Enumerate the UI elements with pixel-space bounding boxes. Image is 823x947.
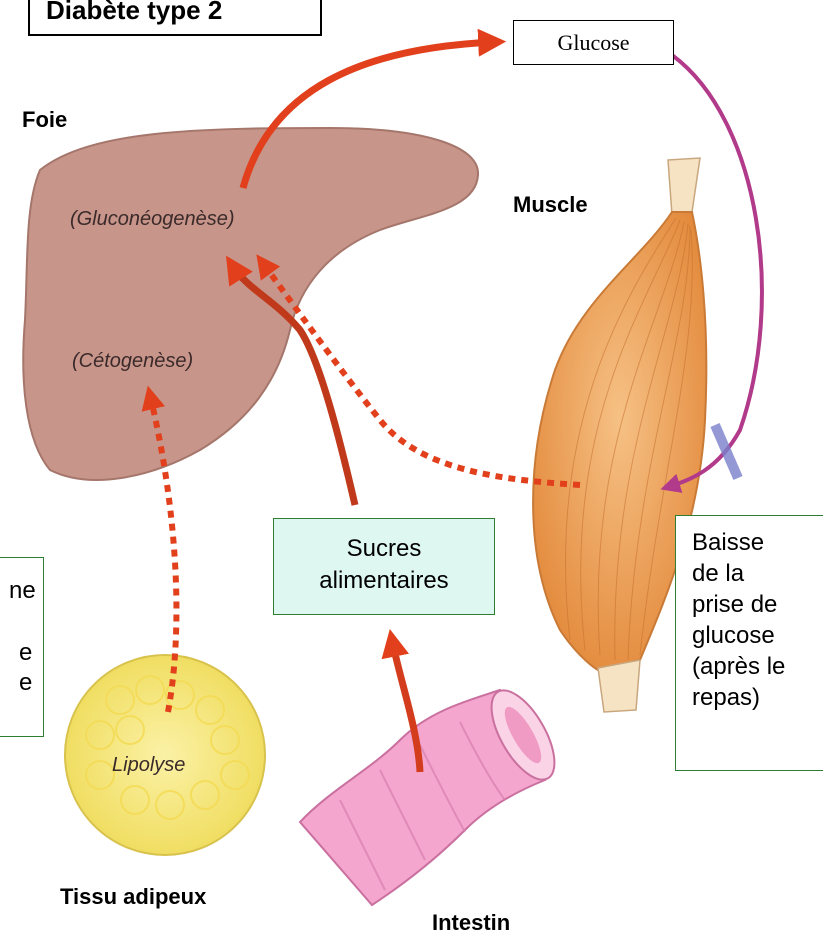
diagram-title: Diabète type 2 [28,0,322,36]
partial-left-box: ne e e [0,557,44,737]
label-adipose-tissue: Tissu adipeux [60,884,206,910]
dietary-sugars-line-2: alimentaires [274,565,494,597]
glucose-box: Glucose [513,20,674,65]
partial-fragment-2: e [19,638,32,668]
liver-shape [23,128,478,480]
partial-fragment-1: ne [9,576,36,606]
reduced-uptake-line-3: prise de [692,589,823,620]
dietary-sugars-box: Sucres alimentaires [273,518,495,615]
partial-fragment-3: e [19,668,32,698]
label-intestine: Intestin [432,910,510,936]
label-muscle: Muscle [513,192,588,218]
reduced-uptake-line-5: (après le [692,651,823,682]
label-liver: Foie [22,107,67,133]
blocked-uptake-bar [715,425,738,478]
title-text: Diabète type 2 [46,0,222,25]
dietary-sugars-line-1: Sucres [274,533,494,565]
intestine-shape [300,681,567,905]
label-lipolysis: Lipolyse [112,754,185,777]
reduced-uptake-line-6: repas) [692,682,823,713]
reduced-uptake-line-2: de la [692,558,823,589]
reduced-uptake-line-4: glucose [692,620,823,651]
glucose-label: Glucose [557,30,629,55]
label-gluconeogenesis: (Gluconéogenèse) [70,208,235,231]
label-ketogenesis: (Cétogenèse) [72,350,193,373]
muscle-to-liver-dashed-arrow [262,262,580,485]
reduced-uptake-line-1: Baisse [692,527,823,558]
reduced-glucose-uptake-box: Baisse de la prise de glucose (après le … [675,515,823,771]
